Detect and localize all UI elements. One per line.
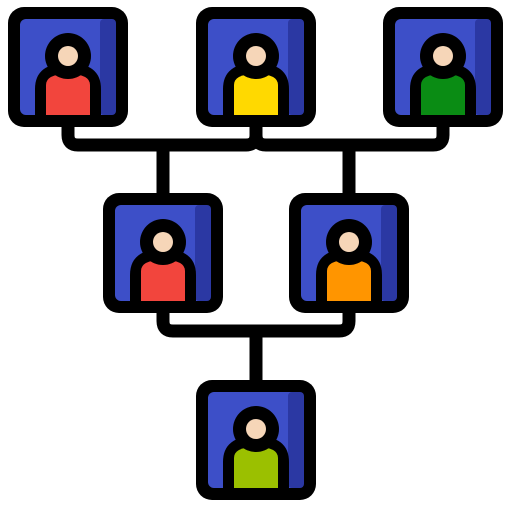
tile-shade — [288, 392, 304, 488]
tile-shade — [288, 19, 304, 115]
connector-middle-right — [249, 116, 450, 204]
tile-shade — [100, 19, 116, 115]
person-avatar-icon — [35, 33, 101, 115]
person-node-middle-left — [103, 193, 223, 313]
person-node-middle-right — [289, 193, 409, 313]
person-nodes — [8, 7, 503, 500]
connector-middle-left — [61, 116, 263, 204]
person-avatar-icon — [223, 33, 289, 115]
connector-lines — [61, 116, 450, 391]
person-avatar-icon — [410, 33, 476, 115]
avatar-face — [246, 419, 266, 439]
person-node-top-left — [8, 7, 128, 127]
tile-shade — [381, 205, 397, 301]
person-node-top-middle — [196, 7, 316, 127]
avatar-shirt — [46, 74, 90, 115]
person-node-top-right — [383, 7, 503, 127]
avatar-face — [246, 46, 266, 66]
avatar-face — [153, 232, 173, 252]
tile-shade — [475, 19, 491, 115]
avatar-face — [58, 46, 78, 66]
avatar-shirt — [421, 74, 465, 115]
avatar-face — [339, 232, 359, 252]
connector-bottom — [156, 302, 356, 391]
person-node-bottom — [196, 380, 316, 500]
tile-shade — [195, 205, 211, 301]
person-avatar-icon — [130, 219, 196, 301]
avatar-shirt — [141, 260, 185, 301]
avatar-face — [433, 46, 453, 66]
avatar-shirt — [234, 447, 278, 488]
avatar-shirt — [327, 260, 371, 301]
person-avatar-icon — [223, 406, 289, 488]
person-avatar-icon — [316, 219, 382, 301]
avatar-shirt — [234, 74, 278, 115]
